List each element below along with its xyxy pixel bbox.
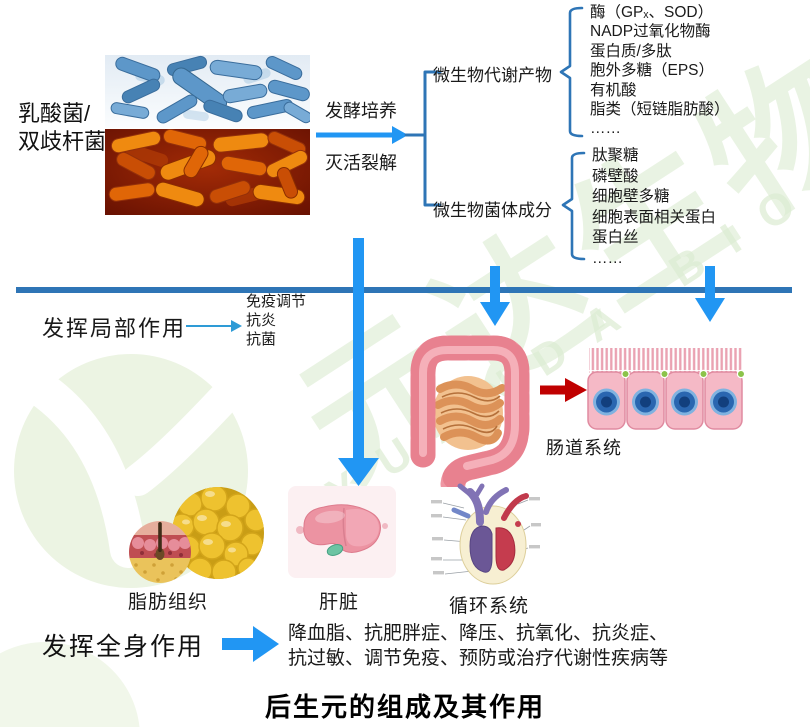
branch-metabolites-label: 微生物代谢产物 [433,66,552,85]
source-bacteria-line1: 乳酸菌/ [18,101,91,126]
adipose-label: 脂肪组织 [128,592,209,613]
branch-components-label: 微生物菌体成分 [433,201,552,220]
list-item: 磷壁酸 [592,167,639,185]
list-item: …… [590,120,621,138]
list-item: 蛋白丝 [592,229,639,247]
brace-icon [402,62,444,219]
intestine-illustration [396,327,542,497]
list-item: 抗菌 [246,331,277,348]
list-item: 细胞壁多糖 [592,188,670,206]
liver-label: 肝脏 [319,592,360,613]
heart-illustration [430,482,542,594]
process-bottom-label: 灭活裂解 [325,153,397,173]
source-bacteria-line2: 双歧杆菌 [18,129,107,154]
list-item: 抗炎 [246,312,277,329]
page-title: 后生元的组成及其作用 [264,692,545,722]
section-divider [16,287,792,293]
red-arrow-icon [540,378,588,407]
list-item: 胞外多糖（EPS） [590,62,715,80]
right-arrow-icon [313,124,411,151]
list-item: 肽聚糖 [592,147,639,164]
process-top-label: 发酵培养 [325,101,397,121]
intestinal-epithelium-illustration [586,344,746,439]
liver-illustration [288,486,396,586]
list-item: 酶（GPₓ、SOD） [590,4,714,21]
list-item: 有机酸 [590,81,637,99]
down-arrow-icon [338,238,380,493]
systemic-benefits: 降血脂、抗肥胖症、降压、抗氧化、抗炎症、 抗过敏、调节免疫、预防或治疗代谢性疾病… [288,621,668,671]
adipose-tissue-photo [112,486,270,591]
systemic-action-label: 发挥全身作用 [42,633,205,661]
right-arrow-icon [184,318,244,339]
brace-icon [558,148,588,269]
local-effects-list: 免疫调节 抗炎 抗菌 [246,292,306,349]
benefits-line2: 抗过敏、调节免疫、预防或治疗代谢性疾病等 [288,648,669,669]
list-item: 蛋白质/多肽 [590,42,672,60]
orange-bacteria-photo [105,128,310,220]
list-item: NADP过氧化物酶 [590,23,711,41]
list-item: 细胞表面相关蛋白 [592,208,717,226]
metabolites-list: 酶（GPₓ、SOD） NADP过氧化物酶 蛋白质/多肽 胞外多糖（EPS） 有机… [590,3,730,139]
blue-bacteria-photo [105,55,312,133]
down-arrow-icon [480,266,510,333]
list-item: 免疫调节 [246,293,307,310]
circulatory-label: 循环系统 [449,596,530,617]
source-bacteria-label: 乳酸菌/ 双歧杆菌 [18,100,106,156]
list-item: …… [592,249,623,267]
right-arrow-icon [222,626,280,667]
components-list: 肽聚糖 磷壁酸 细胞壁多糖 细胞表面相关蛋白 蛋白丝 …… [592,146,716,270]
local-action-label: 发挥局部作用 [42,316,187,341]
brace-icon [556,4,586,145]
gut-system-label: 肠道系统 [546,438,622,458]
down-arrow-icon [695,266,725,329]
list-item: 脂类（短链脂肪酸） [590,101,730,119]
benefits-line1: 降血脂、抗肥胖症、降压、抗氧化、抗炎症、 [288,623,669,644]
